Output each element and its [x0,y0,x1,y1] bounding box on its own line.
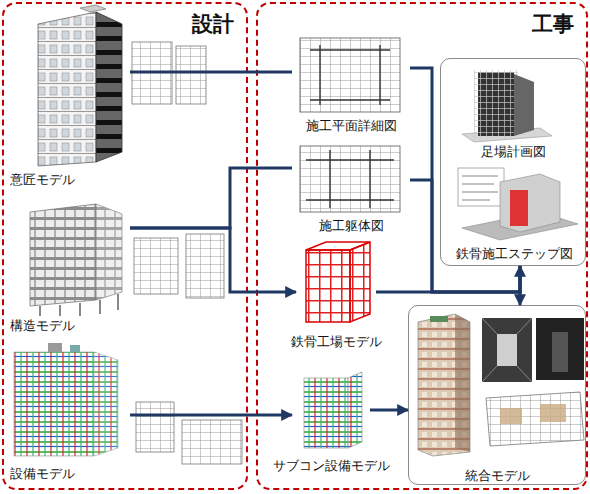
mep-drawing-sheets [136,402,242,464]
node-label: 統合モデル [465,468,530,484]
drawing-node: 足場計画図 [455,64,571,160]
architecture-model-image-part [38,12,96,166]
mep-model-image-part [48,343,62,352]
mep-drawing-sheets-part [182,420,242,464]
group-heading: 設計 [192,12,234,36]
model-node: 鉄骨工場モデル [296,238,376,350]
node-label: 設備モデル [10,466,75,482]
plan-group-box: 足場計画図鉄骨施工ステップ図 [440,58,586,266]
design-group: 設計意匠モデル構造モデル設備モデル [2,2,248,490]
structure-drawing-sheets-part [186,234,224,298]
drawing-node: 鉄骨施工ステップ図 [448,164,580,262]
group-heading: 工事 [532,12,574,36]
flow-connector [130,414,292,417]
structure-model-image [30,204,122,316]
mep-drawing-sheets-part [136,402,174,452]
drawing-node: 施工躯体図 [292,140,410,234]
structure-model-image-part [30,204,96,306]
model-node: サブコン設備モデル [292,366,370,474]
node-label: 施工躯体図 [319,218,384,234]
steel-frame-model-image-part [350,242,370,322]
node-label: 鉄骨工場モデル [291,334,382,350]
integrated-model-box: 統合モデル [408,305,586,485]
structure-drawing-sheets-part [134,238,178,294]
subcontractor-mep-model-image-part [304,378,348,448]
model-node: 意匠モデル [6,10,130,188]
model-node: 構造モデル [6,196,130,334]
frame-drawing-part [300,146,400,212]
flow-connector [130,228,296,292]
mep-model-image-part [14,352,94,456]
model-node: 設備モデル [6,340,130,482]
frame-drawing [300,146,400,212]
mep-model-image-part [70,345,80,352]
flow-connector [130,71,292,74]
steel-frame-model-image [306,242,370,322]
node-label: 鉄骨施工ステップ図 [456,246,573,262]
structure-model-image-part [96,204,122,300]
structure-drawing-sheets [134,234,224,298]
node-label: 施工平面詳細図 [306,118,397,134]
architecture-drawing-sheets [132,42,206,104]
node-label: 意匠モデル [10,172,75,188]
structure-model-image-part [40,294,118,316]
flow-connector [519,266,522,305]
architecture-model-image [38,5,122,166]
flow-connector [376,266,520,292]
architecture-drawing-sheets-part [132,42,172,104]
node-label: 足場計画図 [481,144,546,160]
steel-frame-model-image-part [306,242,370,250]
subcontractor-mep-model-image-part [348,372,362,448]
node-label: 構造モデル [10,318,75,334]
subcontractor-mep-model-image [304,372,362,448]
construction-group: 工事施工平面詳細図施工躯体図足場計画図鉄骨施工ステップ図鉄骨工場モデルサブコン設… [256,2,588,490]
flow-connector [370,409,408,412]
drawing-node: 施工平面詳細図 [292,32,410,134]
floor-plan-drawing [300,38,400,112]
mep-model-image [14,343,118,456]
floor-plan-drawing-part [300,38,400,112]
floor-plan-drawing-part [310,45,390,105]
architecture-drawing-sheets-part [176,46,206,104]
node-label: サブコン設備モデル [273,458,390,474]
mep-model-image-part [94,352,118,456]
architecture-model-image-part [96,12,122,162]
frame-drawing-part [306,150,394,208]
steel-frame-model-image-part [306,250,350,322]
architecture-model-image-part [80,5,106,12]
flow-connector [130,168,292,228]
